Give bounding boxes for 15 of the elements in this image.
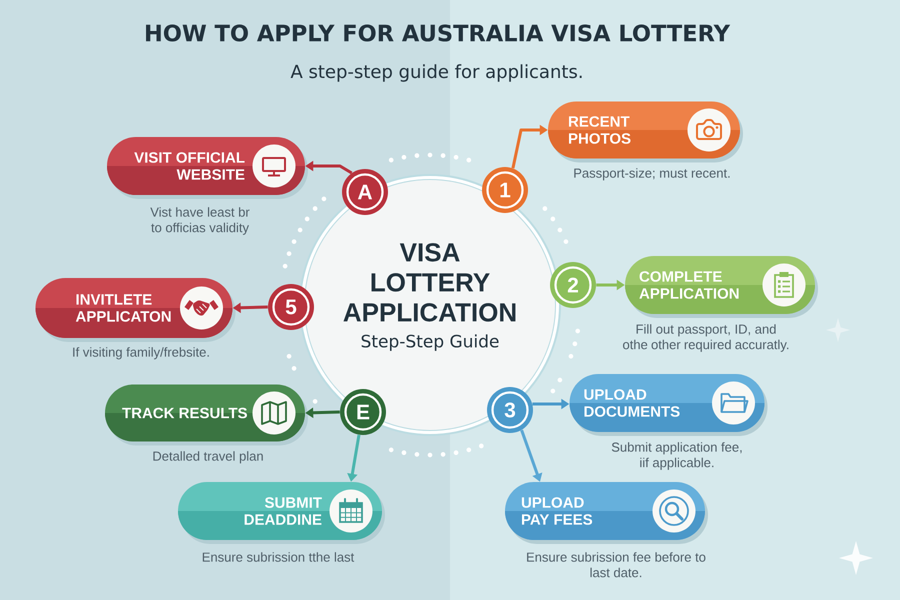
step-description: Ensure subrission tthe last: [202, 552, 354, 562]
step-badge: 5: [268, 284, 314, 330]
step-badge: 1: [482, 167, 528, 213]
step-description: Vist have least br to officias validity: [150, 207, 250, 235]
step-description: Passport-size; must recent.: [574, 168, 730, 180]
step-badge: 3: [487, 387, 533, 433]
step-description: Fill out passport, ID, and othe other required accuratly.: [623, 324, 788, 352]
step-description: If visiting family/frebsite.: [73, 347, 209, 360]
step-description: Submit application fee, iif applicable.: [612, 442, 742, 470]
step-description: Detalled travel plan: [153, 451, 263, 464]
step-badge: 2: [550, 262, 596, 308]
subtitle: A step-step guide for applicants.: [290, 64, 582, 82]
step-description: Ensure subrission fee before to last date.: [527, 552, 706, 578]
title: HOW TO APPLY FOR AUSTRALIA VISA LOTTERY: [146, 24, 730, 42]
step-badge: A: [342, 169, 388, 215]
